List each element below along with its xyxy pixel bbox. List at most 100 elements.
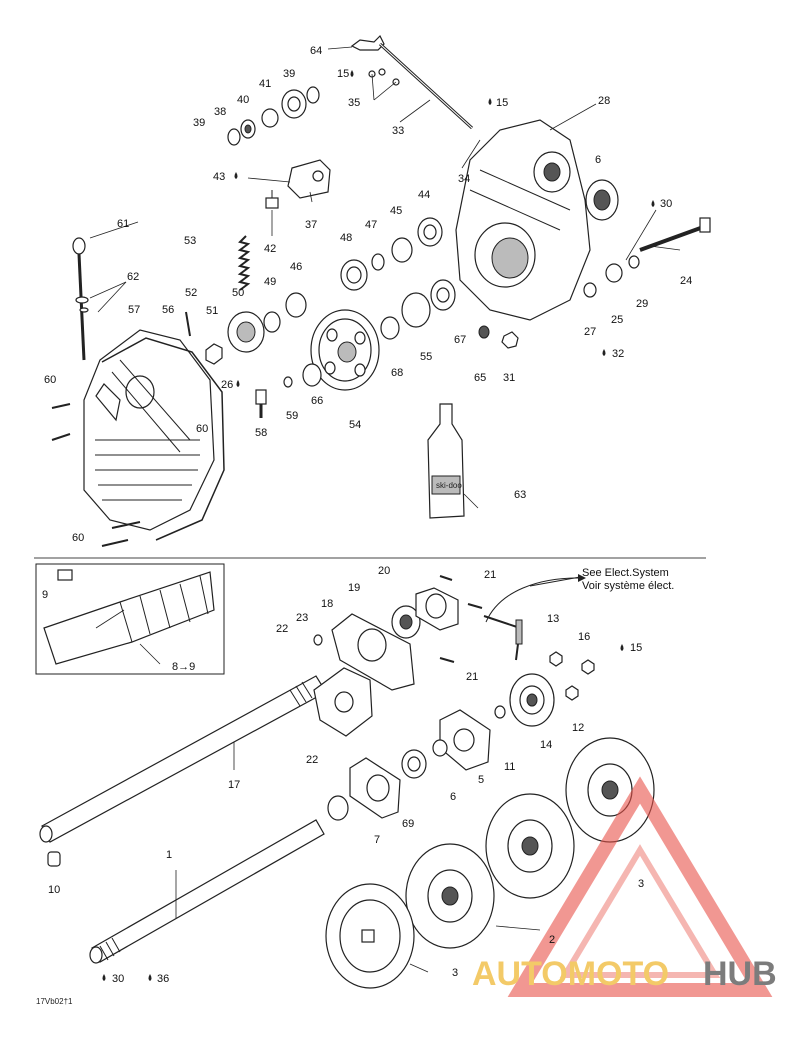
callout-label: 24	[680, 275, 692, 287]
callout-label: 59	[286, 410, 298, 422]
note-line-1: See Elect.System	[582, 567, 669, 579]
chaincase-cover-part-57	[83, 329, 225, 541]
callout-label: 5	[478, 774, 484, 786]
flange-parts-18-20	[331, 587, 459, 691]
callout-label: 69	[402, 818, 414, 830]
callout-label: 20	[378, 565, 390, 577]
sensor-part-13	[483, 615, 523, 661]
bottle-brand-text: ski-doo	[436, 481, 462, 490]
callout-label: 35	[348, 97, 360, 109]
callout-label: 31	[503, 372, 515, 384]
callout-label: 40	[237, 94, 249, 106]
callout-label: 18	[321, 598, 333, 610]
callout-label: 21	[466, 671, 478, 683]
callout-label: 19	[348, 582, 360, 594]
callout-label: 64	[310, 45, 322, 57]
shaft-parts-44-48	[340, 217, 443, 291]
callout-label: 14	[540, 739, 552, 751]
callout-label: 68	[391, 367, 403, 379]
callout-label: 6	[450, 791, 456, 803]
callout-label: 9	[42, 589, 48, 601]
callout-label: 30	[660, 198, 672, 210]
lubricant-drop-icon	[102, 70, 655, 981]
callout-label: 23	[296, 612, 308, 624]
callout-label: 15	[496, 97, 508, 109]
oil-bottle-part-63: ski-doo	[427, 403, 465, 519]
bolt-parts-60	[51, 403, 141, 547]
callout-label: 48	[340, 232, 352, 244]
callout-label: 47	[365, 219, 377, 231]
callout-label: 43	[213, 171, 225, 183]
callout-label: 22	[276, 623, 288, 635]
callout-label: 21	[484, 569, 496, 581]
callout-label: 29	[636, 298, 648, 310]
leader-lines	[89, 46, 681, 973]
callout-label: 61	[117, 218, 129, 230]
axle-part-1	[89, 819, 325, 964]
part-labels: 64 15 35 15 33 28 41 39 40 38 39 34 43 3…	[42, 45, 692, 985]
callout-label: 1	[166, 849, 172, 861]
watermark-text-red: AUTOMOTO	[472, 955, 669, 993]
callout-label: 66	[311, 395, 323, 407]
callout-label: 63	[514, 489, 526, 501]
dipstick-part-61	[72, 237, 89, 361]
callout-label: 67	[454, 334, 466, 346]
callout-label: 39	[283, 68, 295, 80]
gear-part-54	[310, 309, 380, 391]
callout-label: 13	[547, 613, 559, 625]
callout-label: 3	[638, 878, 644, 890]
callout-label: 28	[598, 95, 610, 107]
bearing-part-6	[585, 179, 619, 221]
callout-label: 57	[128, 304, 140, 316]
plug-part-10	[47, 851, 61, 867]
callout-label: 16	[578, 631, 590, 643]
bolt-parts-21-23	[313, 575, 483, 663]
nut-parts-31-65	[478, 325, 519, 349]
callout-label: 53	[184, 235, 196, 247]
callout-label: 12	[572, 722, 584, 734]
callout-label: 3	[452, 967, 458, 979]
callout-label: 27	[584, 326, 596, 338]
callout-label: 33	[392, 125, 404, 137]
callout-label: 2	[549, 934, 555, 946]
sprocket-part-50	[227, 292, 307, 353]
callout-label: 42	[264, 243, 276, 255]
drive-shaft-part-17	[39, 675, 327, 843]
callout-label: 49	[264, 276, 276, 288]
washer-parts-55-68	[255, 279, 456, 418]
bearing-stack-parts-38-41	[227, 86, 320, 146]
callout-label: 62	[127, 271, 139, 283]
callout-label: 51	[206, 305, 218, 317]
callout-label: 38	[214, 106, 226, 118]
callout-label: 25	[611, 314, 623, 326]
callout-label: 37	[305, 219, 317, 231]
callout-label: 50	[232, 287, 244, 299]
callout-label: 30	[112, 973, 124, 985]
callout-label: 39	[193, 117, 205, 129]
callout-label: 44	[418, 189, 430, 201]
callout-label: 45	[390, 205, 402, 217]
bracket-part-37	[265, 159, 331, 209]
callout-label: 6	[595, 154, 601, 166]
callout-label: 26	[221, 379, 233, 391]
callout-label: 52	[185, 287, 197, 299]
watermark-logo: AUTOMOTO HUB	[472, 776, 777, 997]
drive-sprocket-part-2	[325, 737, 655, 989]
callout-label: 10	[48, 884, 60, 896]
callout-label: 11	[504, 761, 515, 773]
callout-label: 41	[259, 78, 271, 90]
document-code: 17Vb02†1	[36, 997, 73, 1006]
callout-label: 56	[162, 304, 174, 316]
callout-label: 65	[474, 372, 486, 384]
spring-part-53	[237, 235, 251, 291]
note-line-2: Voir système élect.	[582, 580, 674, 592]
callout-label: 34	[458, 173, 470, 185]
callout-label: 54	[349, 419, 361, 431]
chaincase-housing-part-28	[455, 119, 591, 321]
clip-part-35	[368, 68, 400, 86]
callout-label: 55	[420, 351, 432, 363]
callout-label: 7	[374, 834, 380, 846]
inset-label: 8→9	[172, 661, 195, 673]
callout-label: 22	[306, 754, 318, 766]
